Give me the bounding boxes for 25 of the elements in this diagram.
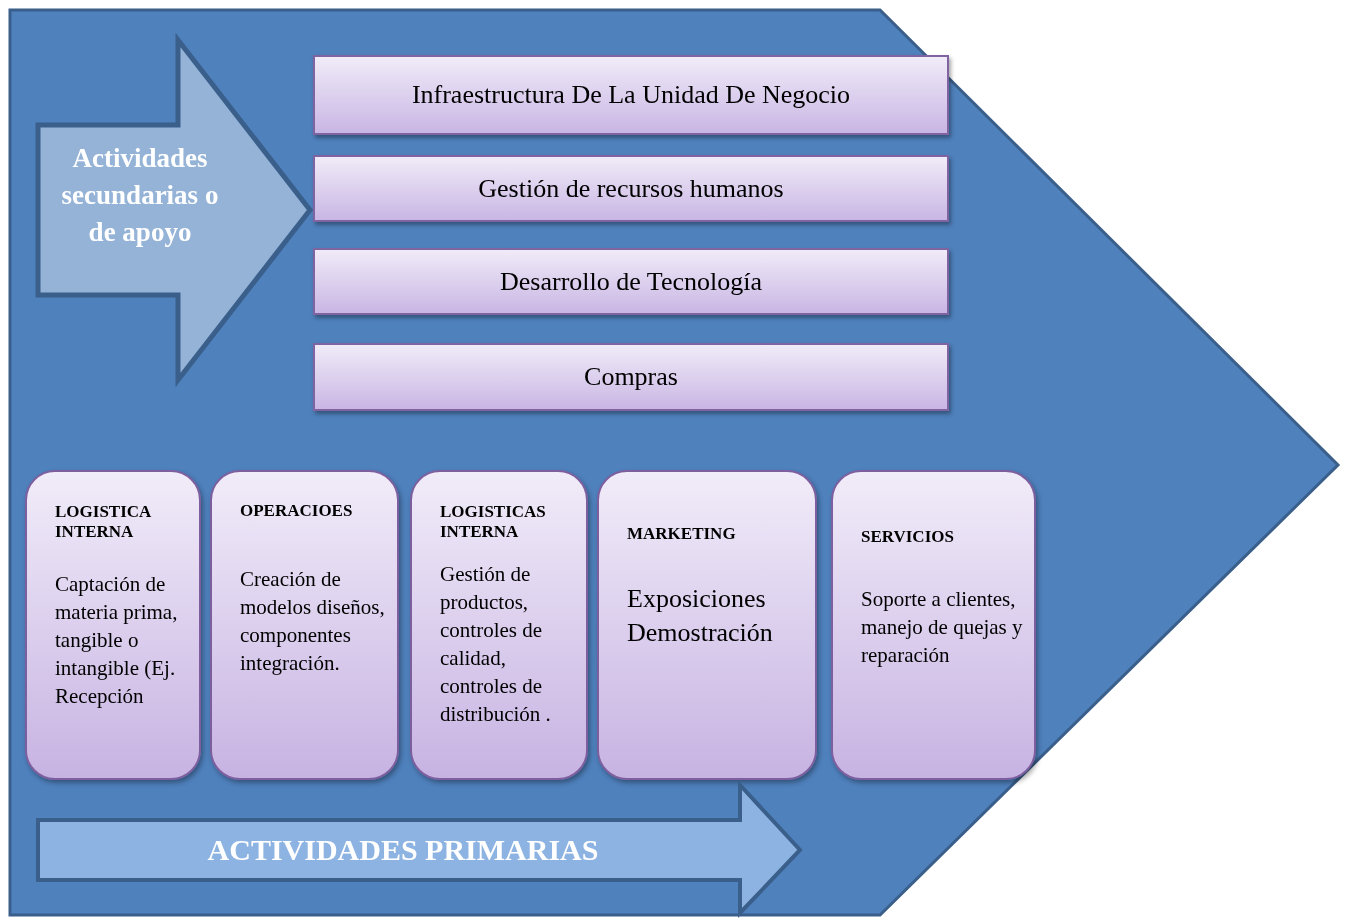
support-activity-box xyxy=(313,343,949,411)
box-label: Desarrollo de Tecnología xyxy=(500,266,762,297)
support-activity-box xyxy=(313,55,949,135)
arrow-label: ACTIVIDADES PRIMARIAS xyxy=(206,832,600,868)
primary-activity-card xyxy=(210,470,399,780)
box-label: Compras xyxy=(584,362,678,392)
primary-activity-card xyxy=(831,470,1036,780)
card-text: Soporte a clientes, manejo de quejas y reparación xyxy=(861,586,1024,669)
card-heading: LOGISTICA INTERNA xyxy=(55,502,152,542)
primary-activity-card xyxy=(410,470,588,780)
card-heading: MARKETING xyxy=(627,524,737,544)
card-text: Gestión de productos, controles de calidad, controles de distribución . xyxy=(440,561,552,728)
box-label: Gestión de recursos humanos xyxy=(478,173,784,204)
primary-activity-card xyxy=(25,470,201,780)
card-heading: SERVICIOS xyxy=(861,527,955,547)
support-activity-box xyxy=(313,248,949,315)
card-text: Exposiciones Demostración xyxy=(627,583,774,649)
card-text: Captación de materia prima, tangible o intangible (Ej. Recepción xyxy=(55,571,179,710)
card-text: Creación de modelos diseños, componentes integración. xyxy=(240,566,386,677)
support-activity-box xyxy=(313,155,949,222)
card-heading: LOGISTICAS INTERNA xyxy=(440,502,547,542)
primary-activity-card xyxy=(597,470,817,780)
card-heading: OPERACIOES xyxy=(240,501,354,521)
box-label: Infraestructura De La Unidad De Negocio xyxy=(411,80,851,110)
arrow-label: Actividades secundarias o de apoyo xyxy=(60,142,220,249)
